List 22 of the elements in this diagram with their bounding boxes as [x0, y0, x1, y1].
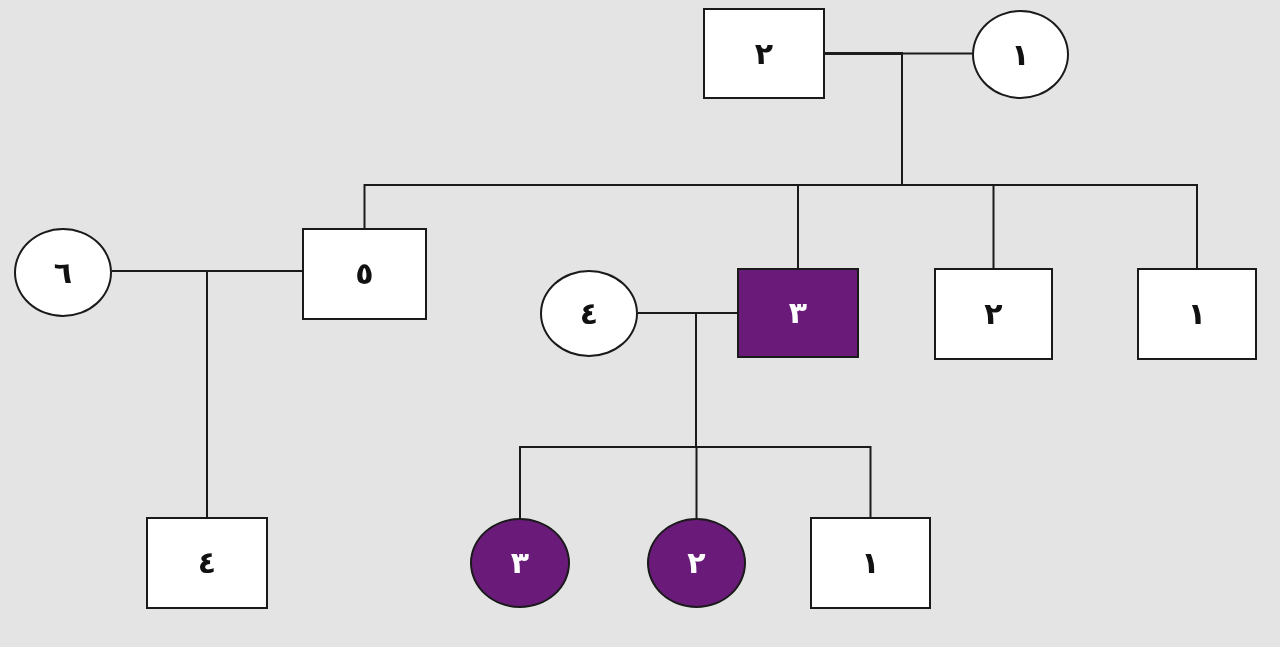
generation-number: ٣	[510, 545, 530, 581]
generation-number: ٤	[579, 295, 599, 332]
generation-number: ٦	[53, 254, 73, 291]
generation-number: ١	[1187, 296, 1207, 332]
generation-number: ٣	[788, 295, 808, 331]
generation-number: ٥	[355, 256, 374, 292]
male-square	[302, 228, 427, 320]
male-square	[703, 8, 825, 99]
generation-number: ٢	[687, 545, 706, 581]
pedigree-line	[695, 312, 872, 518]
generation-number: ٤	[197, 545, 217, 581]
generation-number: ١	[861, 545, 880, 581]
generation-number: ٢	[984, 296, 1003, 332]
pedigree-line	[206, 270, 303, 518]
male-square	[146, 517, 268, 609]
male-square	[810, 517, 931, 609]
generation-number: ١	[1011, 36, 1030, 73]
generation-number: ٢	[754, 35, 774, 72]
male-square	[1137, 268, 1257, 360]
male-square	[737, 268, 859, 358]
male-square	[934, 268, 1053, 360]
pedigree-line	[824, 52, 1198, 269]
